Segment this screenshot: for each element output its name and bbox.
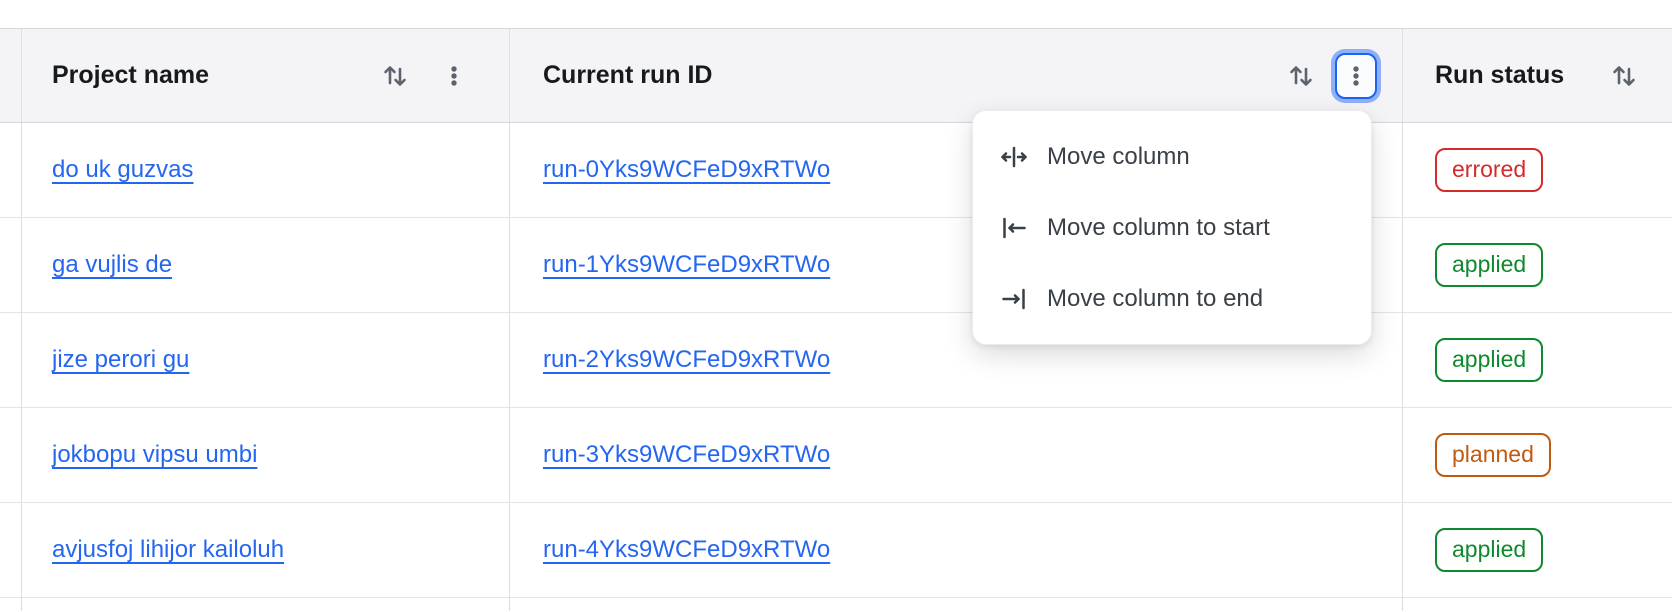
run-id-link[interactable]: run-2Yks9WCFeD9xRTWo (543, 346, 831, 373)
column-label: Run status (1435, 61, 1565, 89)
leading-column-spacer (0, 29, 22, 123)
column-header-run-status: Run status (1403, 29, 1672, 123)
run-id-link[interactable]: run-0Yks9WCFeD9xRTWo (543, 156, 831, 183)
run-status-badge: errored (1435, 148, 1544, 192)
sort-icon[interactable] (1285, 60, 1317, 92)
column-menu-kebab-icon[interactable] (439, 61, 469, 91)
leading-column-spacer (0, 503, 22, 598)
move-column-to-end-icon (999, 284, 1029, 314)
run-status-badge: applied (1435, 338, 1544, 382)
kebab-icon (1353, 65, 1359, 86)
sort-icon[interactable] (1608, 60, 1640, 92)
run-status-badge: planned (1435, 433, 1551, 477)
menu-item-label: Move column (1047, 142, 1190, 170)
column-header-project-name: Project name (22, 29, 510, 123)
table-row: do uk guzvas run-0Yks9WCFeD9xRTWo errore… (0, 123, 1672, 218)
leading-column-spacer (0, 123, 22, 218)
column-menu-button-focused[interactable] (1335, 52, 1377, 99)
project-name-link[interactable]: ga vujlis de (52, 251, 173, 278)
leading-column-spacer (0, 218, 22, 313)
project-name-link[interactable]: do uk guzvas (52, 156, 194, 183)
menu-item-label: Move column to start (1047, 213, 1270, 241)
project-name-link[interactable]: jokbopu vipsu umbi (52, 441, 258, 468)
run-status-badge: applied (1435, 528, 1544, 572)
leading-column-spacer (0, 408, 22, 503)
menu-item-move-column-to-end[interactable]: Move column to end (973, 263, 1371, 334)
project-name-link[interactable]: jize perori gu (52, 346, 190, 373)
table-row: ga vujlis de run-1Yks9WCFeD9xRTWo applie… (0, 218, 1672, 313)
run-status-badge: applied (1435, 243, 1544, 287)
run-id-link[interactable]: run-3Yks9WCFeD9xRTWo (543, 441, 831, 468)
sort-icon[interactable] (379, 60, 411, 92)
leading-column-spacer (0, 598, 22, 611)
column-options-dropdown-menu: Move column Move column to start Move co… (972, 110, 1372, 345)
menu-item-move-column[interactable]: Move column (973, 121, 1371, 192)
projects-table: Project name Current run ID Run status (0, 28, 1672, 611)
table-header-row: Project name Current run ID Run status (0, 29, 1672, 123)
column-label: Project name (52, 61, 210, 89)
table-row: jize perori gu run-2Yks9WCFeD9xRTWo appl… (0, 313, 1672, 408)
column-label: Current run ID (543, 61, 713, 89)
move-column-icon (999, 142, 1029, 172)
run-id-link[interactable]: run-4Yks9WCFeD9xRTWo (543, 536, 831, 563)
menu-item-move-column-to-start[interactable]: Move column to start (973, 192, 1371, 263)
column-header-current-run-id: Current run ID (510, 29, 1403, 123)
project-name-link[interactable]: avjusfoj lihijor kailoluh (52, 536, 285, 563)
partial-table-row (0, 598, 1672, 611)
run-id-link[interactable]: run-1Yks9WCFeD9xRTWo (543, 251, 831, 278)
move-column-to-start-icon (999, 213, 1029, 243)
table-row: jokbopu vipsu umbi run-3Yks9WCFeD9xRTWo … (0, 408, 1672, 503)
table-row: avjusfoj lihijor kailoluh run-4Yks9WCFeD… (0, 503, 1672, 598)
leading-column-spacer (0, 313, 22, 408)
menu-item-label: Move column to end (1047, 284, 1264, 312)
